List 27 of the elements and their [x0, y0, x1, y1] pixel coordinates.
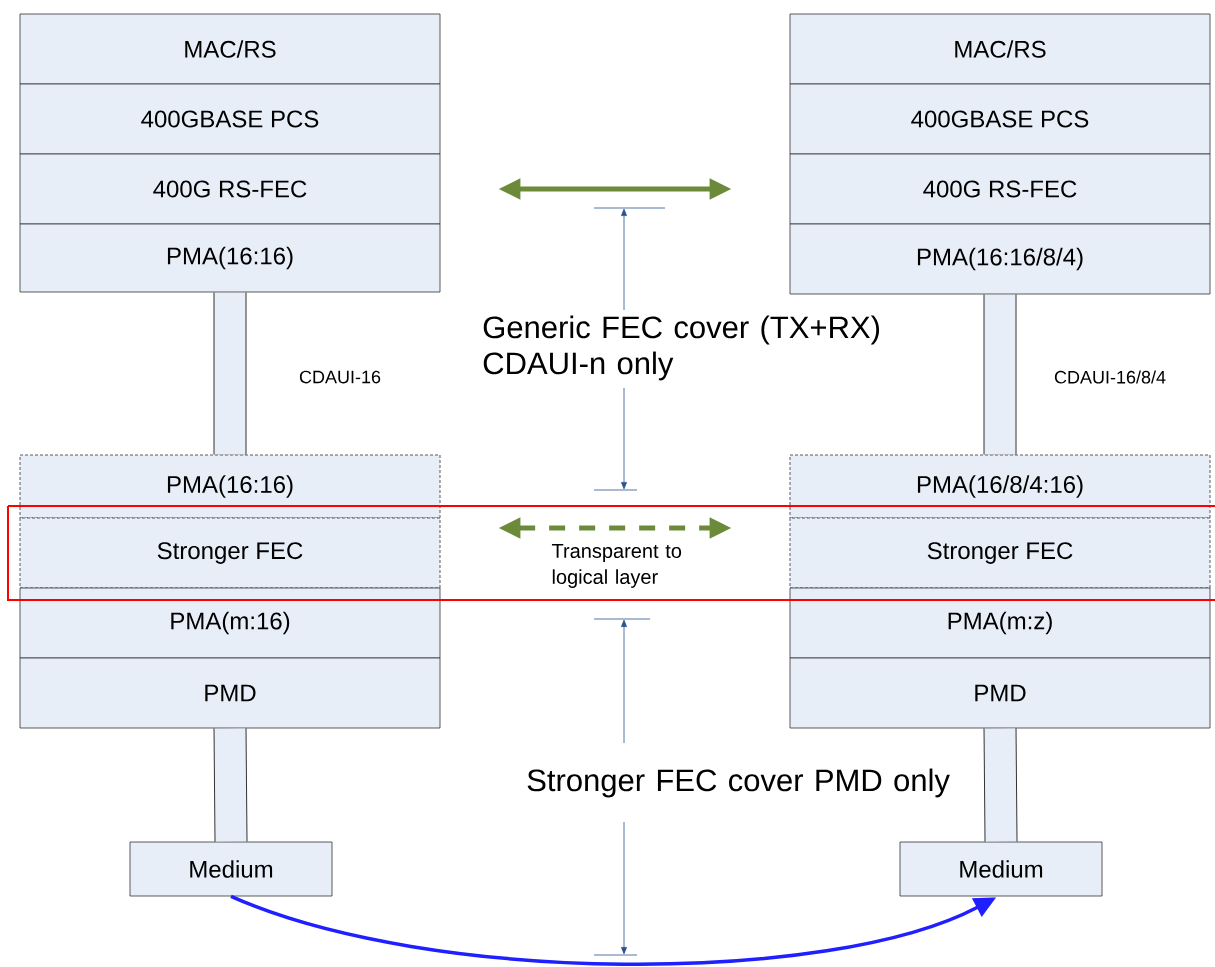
layer-box: PMA(16/8/4:16) [789, 454, 1211, 519]
layer-box: PMD [789, 657, 1211, 729]
layer-box: Stronger FEC [19, 517, 441, 589]
connector-bar [213, 292, 247, 455]
edge-label: Transparent to logical layer [550, 543, 698, 589]
layer-box: PMA(16:16) [19, 454, 441, 519]
annotation-text: Generic FEC cover (TX+RX) CDAUI-n only [483, 315, 879, 381]
layer-box: MAC/RS [19, 13, 441, 85]
layer-box: PMA(m:z) [789, 587, 1211, 659]
medium-box: Medium [899, 841, 1103, 897]
layer-box: Stronger FEC [789, 517, 1211, 589]
layer-box: MAC/RS [789, 13, 1211, 85]
layer-box: 400GBASE PCS [19, 83, 441, 155]
layer-box: 400GBASE PCS [789, 83, 1211, 155]
layer-box: PMA(16:16/8/4) [789, 223, 1211, 295]
connector-bar [983, 294, 1017, 455]
connector-bar [983, 728, 1018, 842]
layer-box: 400G RS-FEC [19, 153, 441, 225]
layer-box: 400G RS-FEC [789, 153, 1211, 225]
connector-bar [213, 728, 248, 842]
edge-label: CDAUI-16 [298, 369, 382, 385]
edge-label: CDAUI-16/8/4 [1053, 369, 1168, 385]
layer-box: PMA(16:16) [19, 223, 441, 293]
layer-box: PMA(m:16) [19, 587, 441, 659]
layer-box: PMD [19, 657, 441, 729]
medium-box: Medium [129, 841, 333, 897]
annotation-text: Stronger FEC cover PMD only [527, 768, 950, 798]
